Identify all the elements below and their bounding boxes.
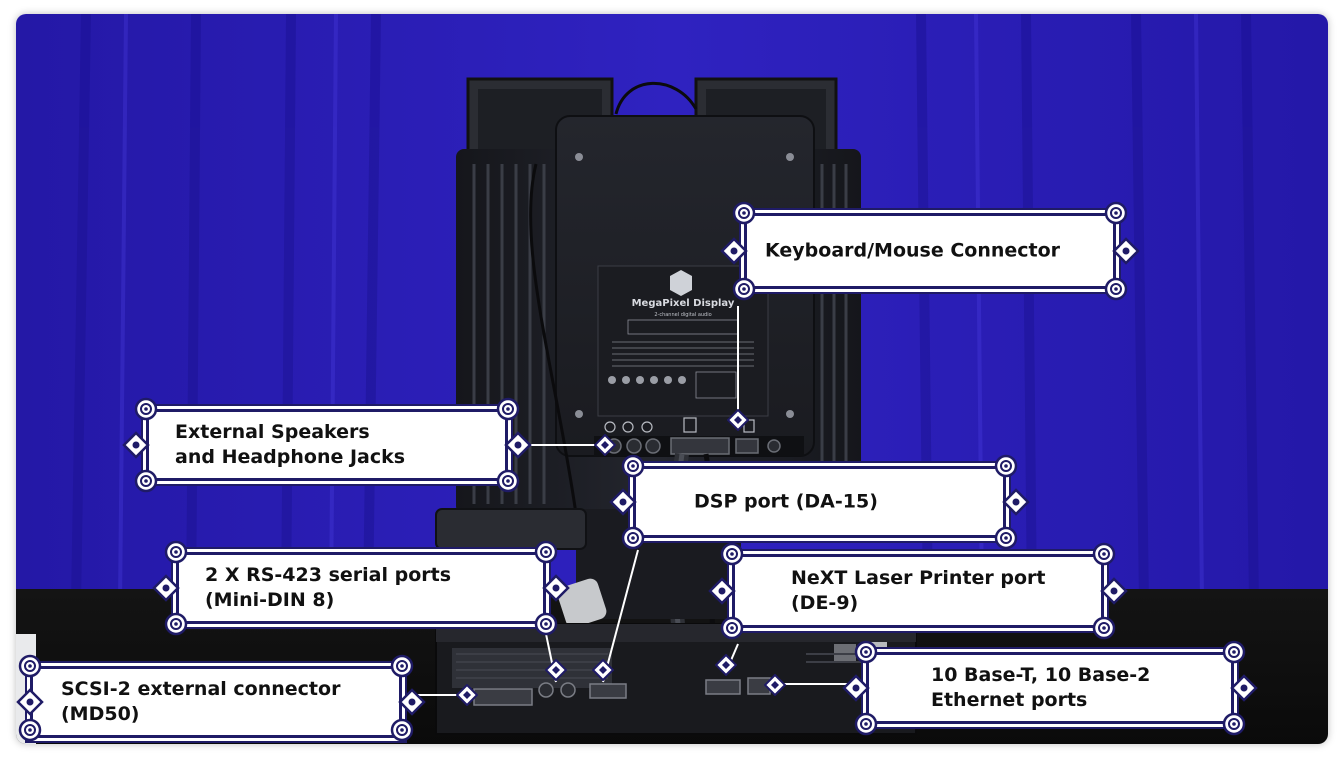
display-subtitle: 2-channel digital audio: [654, 312, 711, 318]
label-serial-line2: (Mini-DIN 8): [205, 589, 335, 611]
callout-serial-ports: 2 X RS-423 serial ports (Mini-DIN 8): [176, 552, 546, 624]
callout-external-speakers: External Speakers and Headphone Jacks: [146, 409, 508, 481]
label-speakers-line1: External Speakers: [175, 421, 370, 443]
callout-ethernet-text: 10 Base-T, 10 Base-2 Ethernet ports: [869, 663, 1231, 713]
corner-ornament-icon: [992, 452, 1020, 480]
corner-ornament-icon: [132, 395, 160, 423]
label-keyboard-mouse: Keyboard/Mouse Connector: [765, 239, 1061, 262]
callout-keyboard-mouse-text: Keyboard/Mouse Connector: [747, 239, 1113, 264]
callout-serial-ports-text: 2 X RS-423 serial ports (Mini-DIN 8): [179, 563, 543, 613]
connector-marker-icon: [764, 674, 786, 696]
corner-ornament-icon: [16, 652, 44, 680]
corner-ornament-icon: [1220, 710, 1248, 738]
corner-ornament-icon: [16, 716, 44, 744]
corner-ornament-icon: [609, 488, 637, 516]
connector-marker-icon: [545, 659, 567, 681]
corner-ornament-icon: [132, 467, 160, 495]
corner-ornament-icon: [842, 674, 870, 702]
corner-ornament-icon: [730, 275, 758, 303]
corner-ornament-icon: [162, 610, 190, 638]
callout-dsp-port: DSP port (DA-15): [633, 466, 1006, 538]
callout-dsp-port-text: DSP port (DA-15): [636, 490, 1003, 515]
label-scsi-line2: (MD50): [61, 703, 140, 725]
label-ethernet-line2: Ethernet ports: [931, 689, 1088, 711]
corner-ornament-icon: [494, 395, 522, 423]
corner-ornament-icon: [730, 199, 758, 227]
corner-ornament-icon: [388, 716, 416, 744]
connector-marker-icon: [456, 684, 478, 706]
label-printer-line1: NeXT Laser Printer port: [791, 567, 1046, 589]
corner-ornament-icon: [1090, 614, 1118, 642]
photo-frame: MegaPixel Display 2-channel digital audi…: [16, 14, 1328, 744]
connector-marker-icon: [592, 659, 614, 681]
label-speakers-line2: and Headphone Jacks: [175, 446, 406, 468]
label-printer-line2: (DE-9): [791, 592, 859, 614]
callout-keyboard-mouse: Keyboard/Mouse Connector: [744, 213, 1116, 289]
corner-ornament-icon: [1220, 638, 1248, 666]
callout-ethernet: 10 Base-T, 10 Base-2 Ethernet ports: [866, 652, 1234, 724]
corner-ornament-icon: [122, 431, 150, 459]
curtain-folds: [71, 14, 1259, 605]
label-serial-line1: 2 X RS-423 serial ports: [205, 564, 452, 586]
label-scsi-line1: SCSI-2 external connector: [61, 678, 341, 700]
corner-ornament-icon: [504, 431, 532, 459]
connector-marker-icon: [727, 409, 749, 431]
callout-laser-printer-text: NeXT Laser Printer port (DE-9): [735, 566, 1101, 616]
corner-ornament-icon: [619, 452, 647, 480]
corner-ornament-icon: [619, 524, 647, 552]
corner-ornament-icon: [992, 524, 1020, 552]
corner-ornament-icon: [1102, 199, 1130, 227]
corner-ornament-icon: [1100, 577, 1128, 605]
display-brand: MegaPixel Display: [632, 298, 735, 309]
corner-ornament-icon: [152, 574, 180, 602]
callout-laser-printer: NeXT Laser Printer port (DE-9): [732, 554, 1104, 628]
corner-ornament-icon: [532, 610, 560, 638]
corner-ornament-icon: [708, 577, 736, 605]
callout-external-speakers-text: External Speakers and Headphone Jacks: [149, 420, 505, 470]
grey-plug: [557, 578, 607, 628]
corner-ornament-icon: [1090, 540, 1118, 568]
corner-ornament-icon: [1230, 674, 1258, 702]
connector-marker-icon: [715, 654, 737, 676]
corner-ornament-icon: [1002, 488, 1030, 516]
corner-ornament-icon: [852, 710, 880, 738]
corner-ornament-icon: [720, 237, 748, 265]
corner-ornament-icon: [532, 538, 560, 566]
corner-ornament-icon: [718, 614, 746, 642]
label-ethernet-line1: 10 Base-T, 10 Base-2: [931, 664, 1151, 686]
label-dsp: DSP port (DA-15): [694, 490, 878, 513]
corner-ornament-icon: [718, 540, 746, 568]
corner-ornament-icon: [162, 538, 190, 566]
callout-scsi: SCSI-2 external connector (MD50): [30, 666, 402, 738]
corner-ornament-icon: [16, 688, 44, 716]
corner-ornament-icon: [1102, 275, 1130, 303]
photo-scene: MegaPixel Display 2-channel digital audi…: [16, 14, 1328, 744]
corner-ornament-icon: [542, 574, 570, 602]
corner-ornament-icon: [494, 467, 522, 495]
callout-scsi-text: SCSI-2 external connector (MD50): [33, 677, 399, 727]
corner-ornament-icon: [388, 652, 416, 680]
connector-marker-icon: [594, 434, 616, 456]
corner-ornament-icon: [398, 688, 426, 716]
corner-ornament-icon: [852, 638, 880, 666]
corner-ornament-icon: [1112, 237, 1140, 265]
